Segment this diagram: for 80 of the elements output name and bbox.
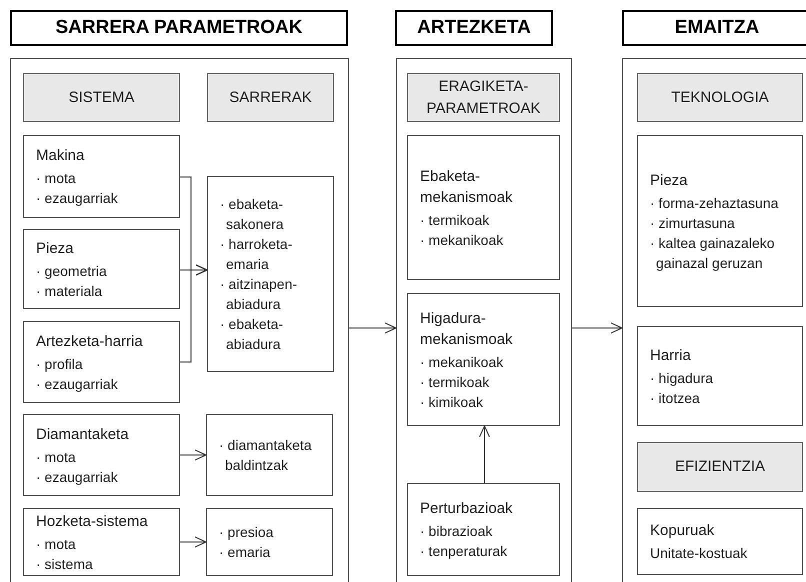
- bullet-item: · profila: [36, 354, 84, 374]
- category-label: ERAGIKETA-PARAMETROAK: [426, 76, 542, 118]
- bullet-item: · harroketa-emaria: [220, 235, 294, 274]
- content-box: [23, 321, 180, 403]
- box-heading: Ebaketa-mekanismoak: [420, 166, 514, 208]
- category-box: [637, 73, 803, 122]
- bullet-item: · sistema: [36, 554, 94, 574]
- bullet-item: · tenperaturak: [420, 542, 508, 561]
- box-heading: · ebaketa-sakonera: [220, 195, 285, 234]
- category-label: EFIZIENTZIA: [675, 457, 765, 477]
- bullet-item: · mota: [36, 534, 77, 554]
- category-label: SISTEMA: [68, 88, 134, 108]
- box-heading: Pieza: [36, 238, 75, 258]
- category-box: [23, 73, 180, 122]
- bullet-item: · zimurtasuna: [650, 214, 736, 232]
- box-heading: Makina: [36, 146, 86, 166]
- arrow: [180, 536, 206, 548]
- arrow: [479, 426, 490, 484]
- header-text: EMAITZA: [674, 16, 760, 40]
- bullet-item: · kimikoak: [420, 392, 484, 412]
- content-box: [23, 414, 180, 496]
- content-box: [23, 135, 180, 218]
- bullet-item: · aitzinapen-abiadura: [220, 275, 298, 314]
- bullet-item: · ebaketa-abiadura: [220, 315, 284, 354]
- bullet-item: · ezaugarriak: [36, 468, 119, 486]
- bullet-item: · mekanikoak: [420, 352, 504, 372]
- arrow: [348, 322, 396, 334]
- content-box: [407, 293, 560, 426]
- bullet-item: Unitate-kostuak: [650, 544, 748, 563]
- arrow: [180, 264, 208, 362]
- bullet-item: · termikoak: [420, 372, 490, 392]
- category-box: [637, 442, 803, 492]
- bullet-item: · higadura: [650, 368, 714, 388]
- bullet-item: · ezaugarriak: [36, 374, 119, 394]
- arrow: [572, 322, 622, 334]
- bullet-item: · ezaugarriak: [36, 189, 119, 208]
- bullet-item: · geometria: [36, 262, 108, 280]
- box-heading: Higadura-mekanismoak: [420, 308, 514, 350]
- category-box: [407, 73, 560, 122]
- bullet-item: · itotzea: [650, 388, 701, 408]
- content-box: [206, 508, 333, 576]
- bullet-item: · mota: [36, 169, 77, 188]
- bullet-item: · mekanikoak: [420, 230, 504, 250]
- box-heading: Diamantaketa: [36, 424, 130, 444]
- bullet-item: · forma-zehaztasuna: [650, 194, 780, 212]
- box-heading: Artezketa-harria: [36, 332, 144, 352]
- content-box: [637, 135, 803, 307]
- column-panel: [10, 58, 349, 582]
- arrow: [180, 450, 206, 460]
- category-label: TEKNOLOGIA: [671, 88, 769, 108]
- category-label: SARRERAK: [229, 88, 312, 108]
- column-header: [10, 10, 348, 46]
- box-heading: Hozketa-sistema: [36, 512, 149, 532]
- header-text: ARTEZKETA: [417, 16, 531, 40]
- content-box: [407, 135, 560, 280]
- content-box: [206, 414, 333, 496]
- header-text: SARRERA PARAMETROAK: [56, 16, 302, 40]
- box-heading: Pieza: [650, 170, 689, 190]
- bullet-item: · emaria: [219, 543, 272, 562]
- category-box: [207, 73, 334, 122]
- box-heading: Harria: [650, 346, 692, 366]
- box-heading: Perturbazioak: [420, 499, 514, 519]
- column-header: [395, 10, 553, 46]
- content-box: [637, 508, 803, 575]
- content-box: [637, 326, 803, 426]
- box-heading: Kopuruak: [650, 521, 716, 541]
- bullet-item: · termikoak: [420, 210, 490, 230]
- column-panel: [622, 58, 806, 582]
- bullet-item: · bibrazioak: [420, 522, 494, 541]
- bullet-item: · diamantaketa baldintzak: [219, 436, 313, 475]
- bullet-item: · mota: [36, 448, 77, 466]
- content-box: [407, 483, 560, 576]
- content-box: [23, 508, 180, 576]
- content-box: [207, 176, 334, 372]
- bullet-item: · materiala: [36, 282, 104, 300]
- content-box: [23, 229, 180, 309]
- column-header: [622, 10, 806, 46]
- column-panel: [396, 58, 572, 582]
- bullet-item: · kaltea gainazaleko gainazal geruzan: [650, 234, 776, 272]
- box-heading: · presioa: [219, 523, 274, 542]
